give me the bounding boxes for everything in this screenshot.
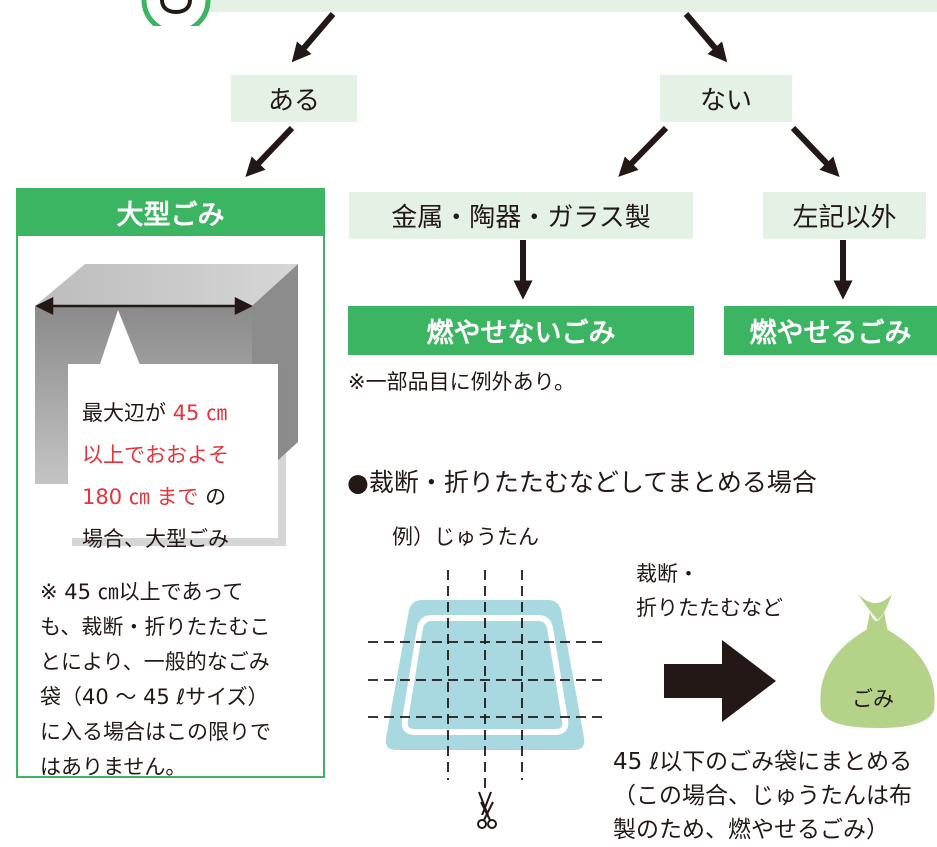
question-icon [141, 0, 211, 26]
fold-example-label: 例）じゅうたん [392, 525, 539, 549]
callout-pointer [98, 310, 142, 370]
flow-arrows [245, 12, 853, 300]
fold-result-line-1: 45 ℓ以下のごみ袋にまとめる [613, 749, 913, 775]
branch-no-box: ない [660, 75, 792, 122]
scissors-icon [477, 801, 497, 829]
non-burnable-label: 燃やせないごみ [426, 318, 616, 349]
garbage-bag-icon [820, 594, 935, 728]
callout-size-45: 45 ㎝ [172, 401, 228, 425]
top-question-bar [205, 0, 937, 12]
fold-result-line-3: 製のため、燃やせるごみ） [613, 817, 889, 843]
arrow-to-no [683, 12, 728, 63]
branch-no-label: ない [699, 86, 752, 116]
callout-size-range: 以上でおおよそ [82, 443, 229, 467]
fold-section-heading: ●裁断・折りたたむなどしてまとめる場合 [347, 463, 817, 499]
fold-heading-text: ●裁断・折りたたむなどしてまとめる場合 [347, 468, 817, 497]
large-note-line-3: とにより、一般的なごみ [40, 650, 270, 674]
large-note-line-5: に入る場合はこの限りで [40, 720, 271, 744]
burnable-label: 燃やせるごみ [749, 318, 912, 349]
box-illustration [35, 264, 298, 546]
large-garbage-title: 大型ごみ [116, 199, 225, 231]
metal-category-label: 金属・陶器・ガラス製 [391, 203, 651, 233]
fold-action-line-2: 折りたたむなど [636, 596, 783, 620]
fold-result-text: 45 ℓ以下のごみ袋にまとめる （この場合、じゅうたんは布 製のため、燃やせるご… [613, 745, 912, 847]
exception-note: ※一部品目に例外あり。 [348, 370, 576, 394]
other-category-label: 左記以外 [792, 203, 897, 233]
fold-action-text: 裁断・ 折りたたむなど [636, 557, 783, 625]
right-arrow-icon [664, 640, 776, 722]
large-note-line-4: 袋（40 ～ 45 ℓサイズ） [40, 685, 269, 709]
arrow-to-other [790, 125, 840, 177]
large-note-line-6: はありません。 [40, 755, 187, 779]
branch-yes-box: ある [231, 75, 357, 122]
large-garbage-title-bar: 大型ごみ [16, 188, 325, 236]
arrow-to-large [245, 125, 295, 177]
arrow-to-metal [618, 125, 669, 177]
callout-label-max: 最大辺が [82, 401, 166, 425]
large-note-line-1: ※ 45 ㎝以上であって [40, 580, 244, 604]
burnable-box: 燃やせるごみ [724, 306, 937, 355]
branch-yes-label: ある [267, 86, 320, 116]
bag-label: ごみ [852, 687, 894, 711]
fold-action-line-1: 裁断・ [636, 562, 699, 586]
other-category-box: 左記以外 [763, 192, 926, 239]
carpet-illustration [368, 570, 602, 815]
callout-box [68, 364, 278, 538]
arrow-to-yes [291, 12, 336, 63]
large-note-line-2: も、裁断・折りたたむこ [40, 615, 271, 639]
large-garbage-note: ※ 45 ㎝以上であって も、裁断・折りたたむこ とにより、一般的なごみ 袋（4… [40, 575, 320, 785]
fold-result-line-2: （この場合、じゅうたんは布 [613, 783, 912, 809]
metal-category-box: 金属・陶器・ガラス製 [349, 192, 693, 239]
callout-size-180: 180 ㎝ まで [82, 485, 199, 509]
callout-conclusion: 場合、大型ごみ [82, 527, 229, 551]
non-burnable-box: 燃やせないごみ [348, 306, 694, 355]
callout-particle: の [205, 485, 227, 509]
size-callout-text: 最大辺が 45 ㎝ 以上でおおよそ 180 ㎝ まで の 場合、大型ごみ [82, 392, 282, 560]
